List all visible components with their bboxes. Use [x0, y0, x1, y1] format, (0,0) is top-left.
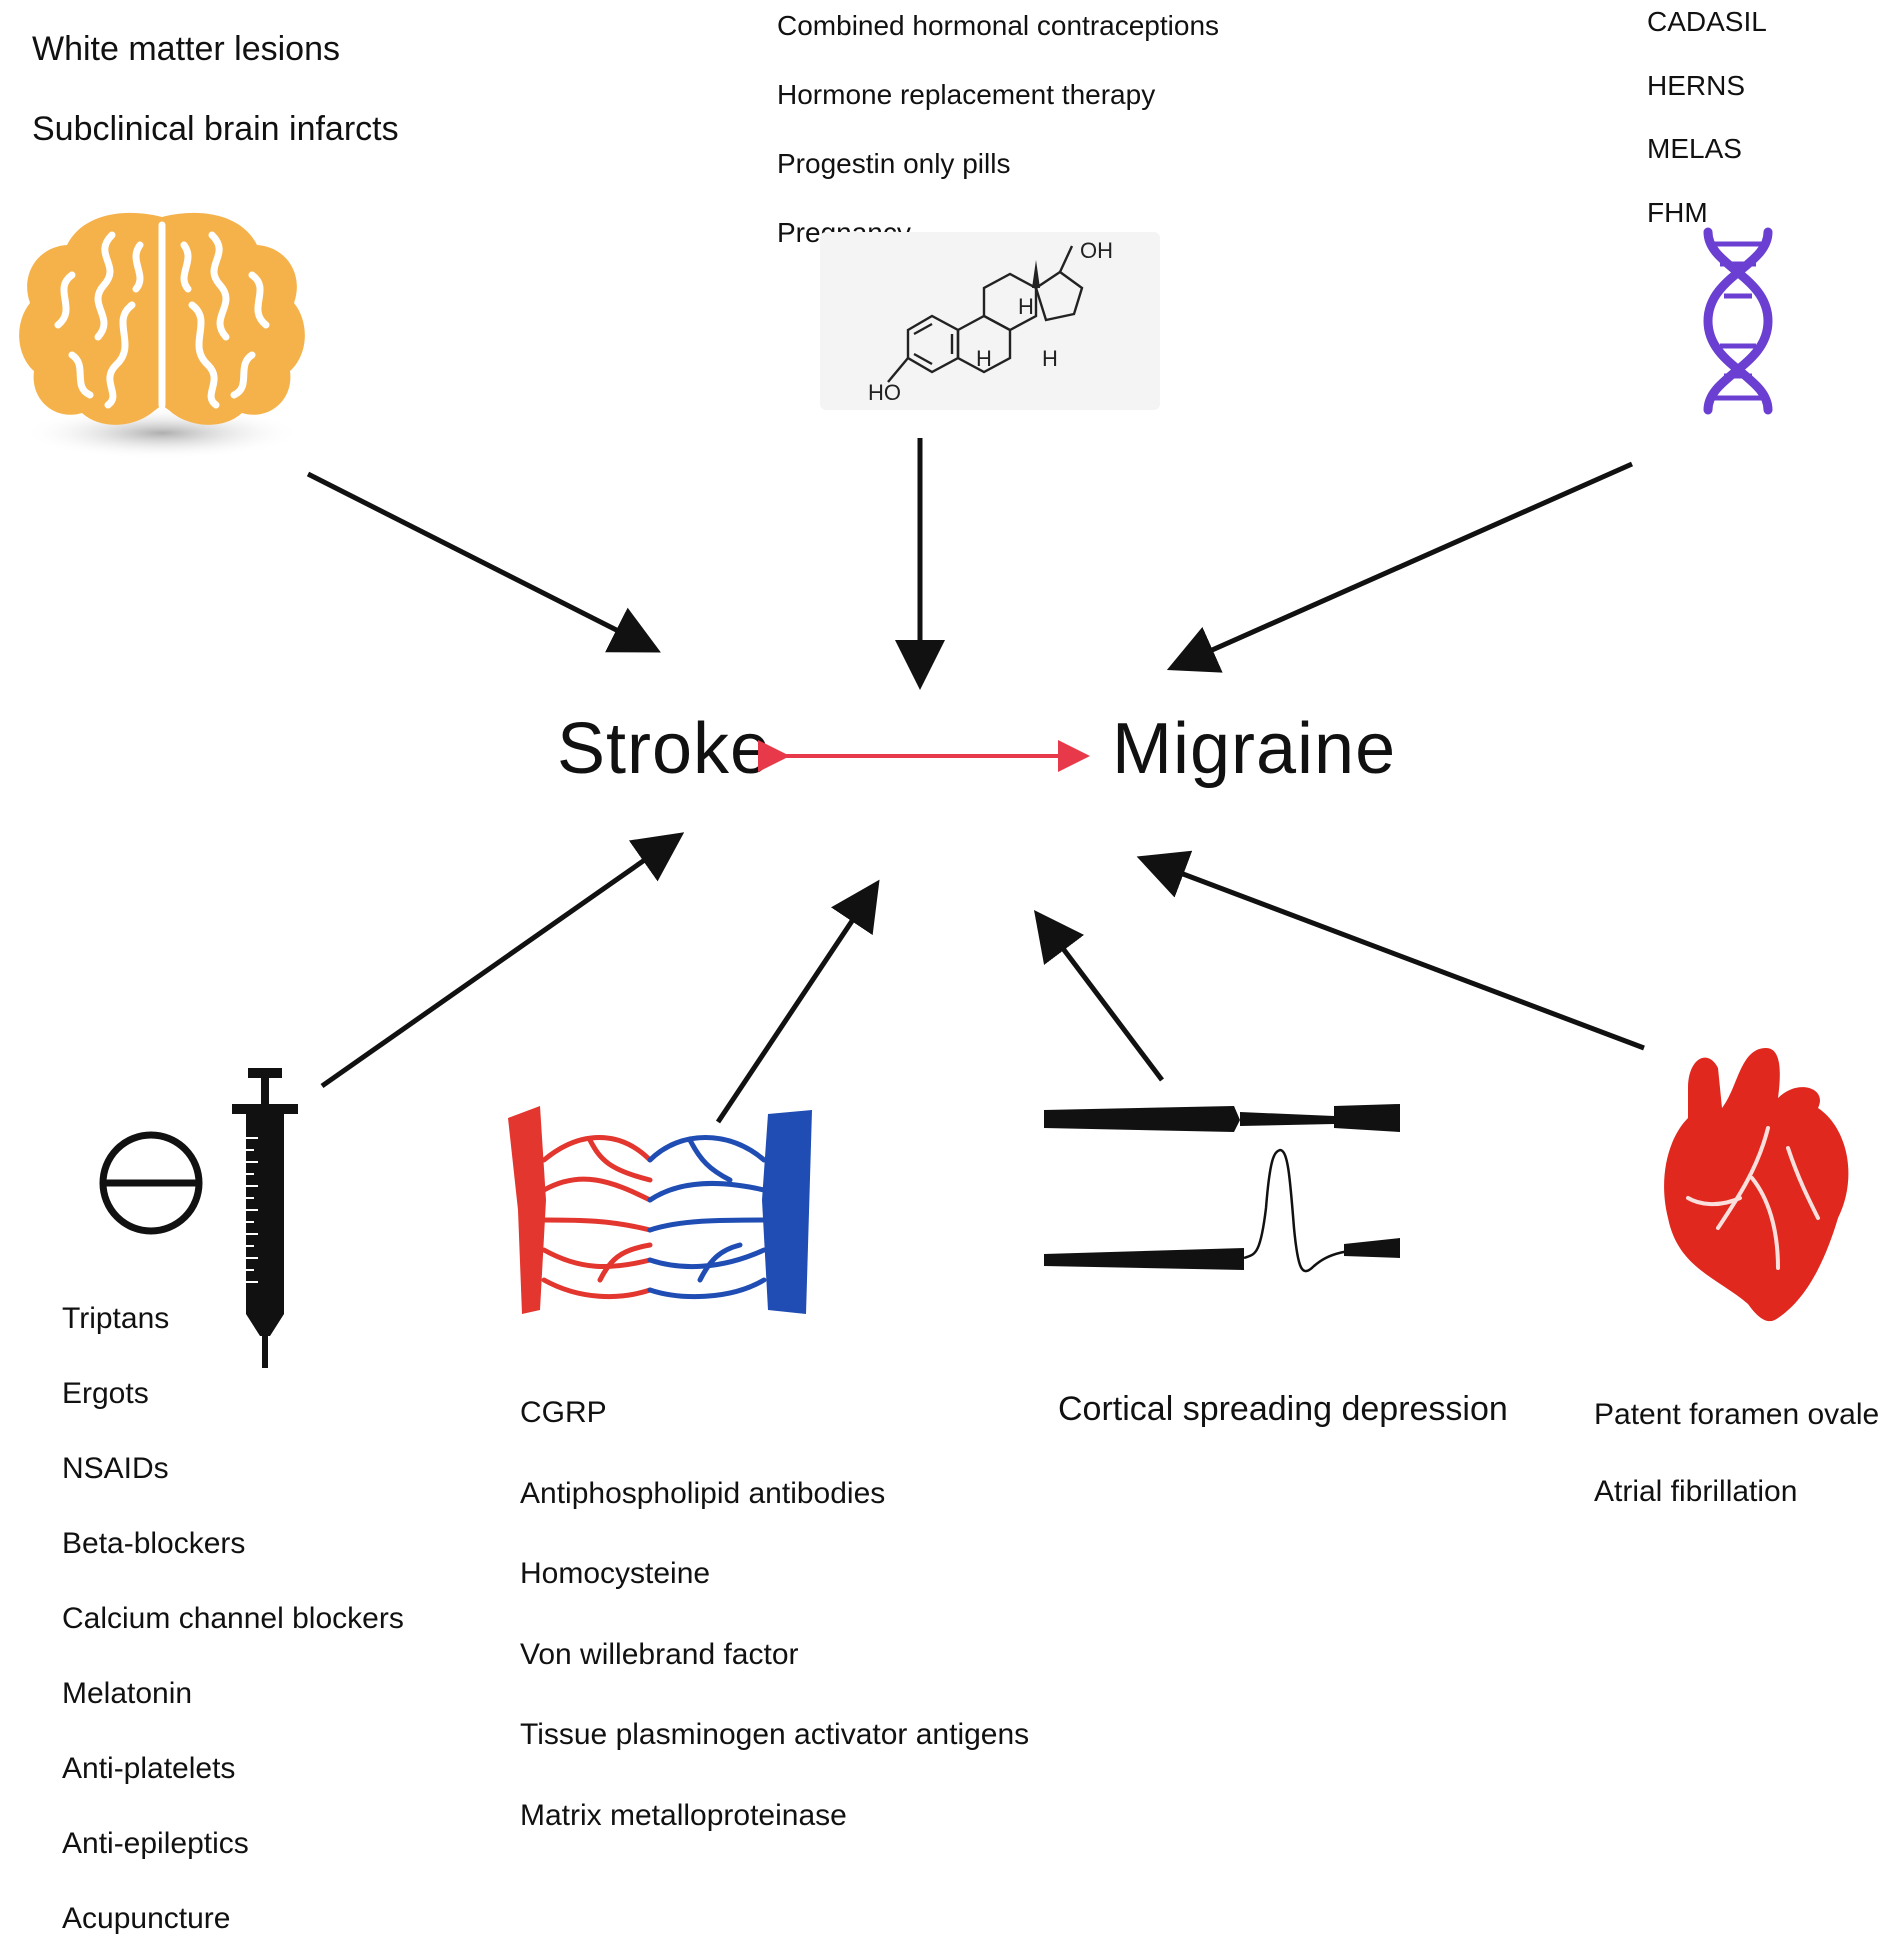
cardiac-item-af: Atrial fibrillation [1594, 1475, 1798, 1508]
vascular-item: Tissue plasminogen activator antigens [520, 1718, 1030, 1751]
brain-icon [19, 212, 305, 459]
drug-item: Triptans [62, 1302, 170, 1335]
molecule-oh-label: OH [1080, 238, 1113, 263]
heart-icon [1664, 1048, 1849, 1322]
genetic-item-melas: MELAS [1647, 133, 1742, 164]
drug-item: Anti-platelets [62, 1752, 236, 1785]
vascular-item: Matrix metalloproteinase [520, 1799, 847, 1832]
hormone-item-hrt: Hormone replacement therapy [777, 79, 1156, 110]
capillary-network-icon [508, 1106, 812, 1314]
arrow-drugs-to-stroke [320, 832, 685, 1089]
estradiol-structure-panel [820, 232, 1160, 410]
brain-item-subclinical-infarcts: Subclinical brain infarcts [32, 110, 399, 148]
vascular-item: Homocysteine [520, 1557, 711, 1590]
hormone-item-combined: Combined hormonal contraceptions [777, 10, 1220, 41]
drug-item: Melatonin [62, 1677, 193, 1710]
vascular-item: Von willebrand factor [520, 1638, 799, 1671]
vascular-item: CGRP [520, 1396, 607, 1429]
molecule-h-label-3: H [1042, 346, 1058, 371]
drug-item: Acupuncture [62, 1902, 231, 1935]
genetic-item-herns: HERNS [1647, 70, 1746, 101]
migraine-label: Migraine [1112, 709, 1397, 789]
molecule-ho-label: HO [868, 380, 901, 405]
drug-item: Anti-epileptics [62, 1827, 249, 1860]
arrow-vascular-up [715, 879, 880, 1124]
arrow-csd-up [1033, 910, 1164, 1082]
arrow-genetic-to-migraine [1166, 461, 1634, 673]
stroke-label: Stroke [557, 709, 772, 789]
molecule-h-label-2: H [976, 346, 992, 371]
brain-item-white-matter: White matter lesions [32, 30, 340, 68]
drug-item: Beta-blockers [62, 1527, 246, 1560]
dna-icon [1703, 227, 1773, 415]
csd-item: Cortical spreading depression [1058, 1390, 1508, 1428]
drug-item: Ergots [62, 1377, 149, 1410]
eeg-trace-icon [1044, 1104, 1401, 1273]
vascular-item: Antiphospholipid antibodies [520, 1477, 886, 1510]
minus-circle-icon [99, 1131, 203, 1235]
cardiac-item-pfo: Patent foramen ovale [1594, 1398, 1880, 1431]
hormone-item-progestin: Progestin only pills [777, 148, 1011, 179]
molecule-h-label-1: H [1018, 294, 1034, 319]
syringe-icon [232, 1068, 298, 1368]
genetic-item-cadasil: CADASIL [1647, 6, 1767, 37]
arrow-cardiac-to-migraine [1136, 850, 1645, 1051]
drug-item: NSAIDs [62, 1452, 169, 1485]
genetic-item-fhm: FHM [1647, 197, 1708, 228]
arrow-brain-to-stroke [306, 471, 661, 653]
drug-item: Calcium channel blockers [62, 1602, 404, 1635]
estradiol-molecule-icon: HO OH H H H [868, 238, 1113, 405]
